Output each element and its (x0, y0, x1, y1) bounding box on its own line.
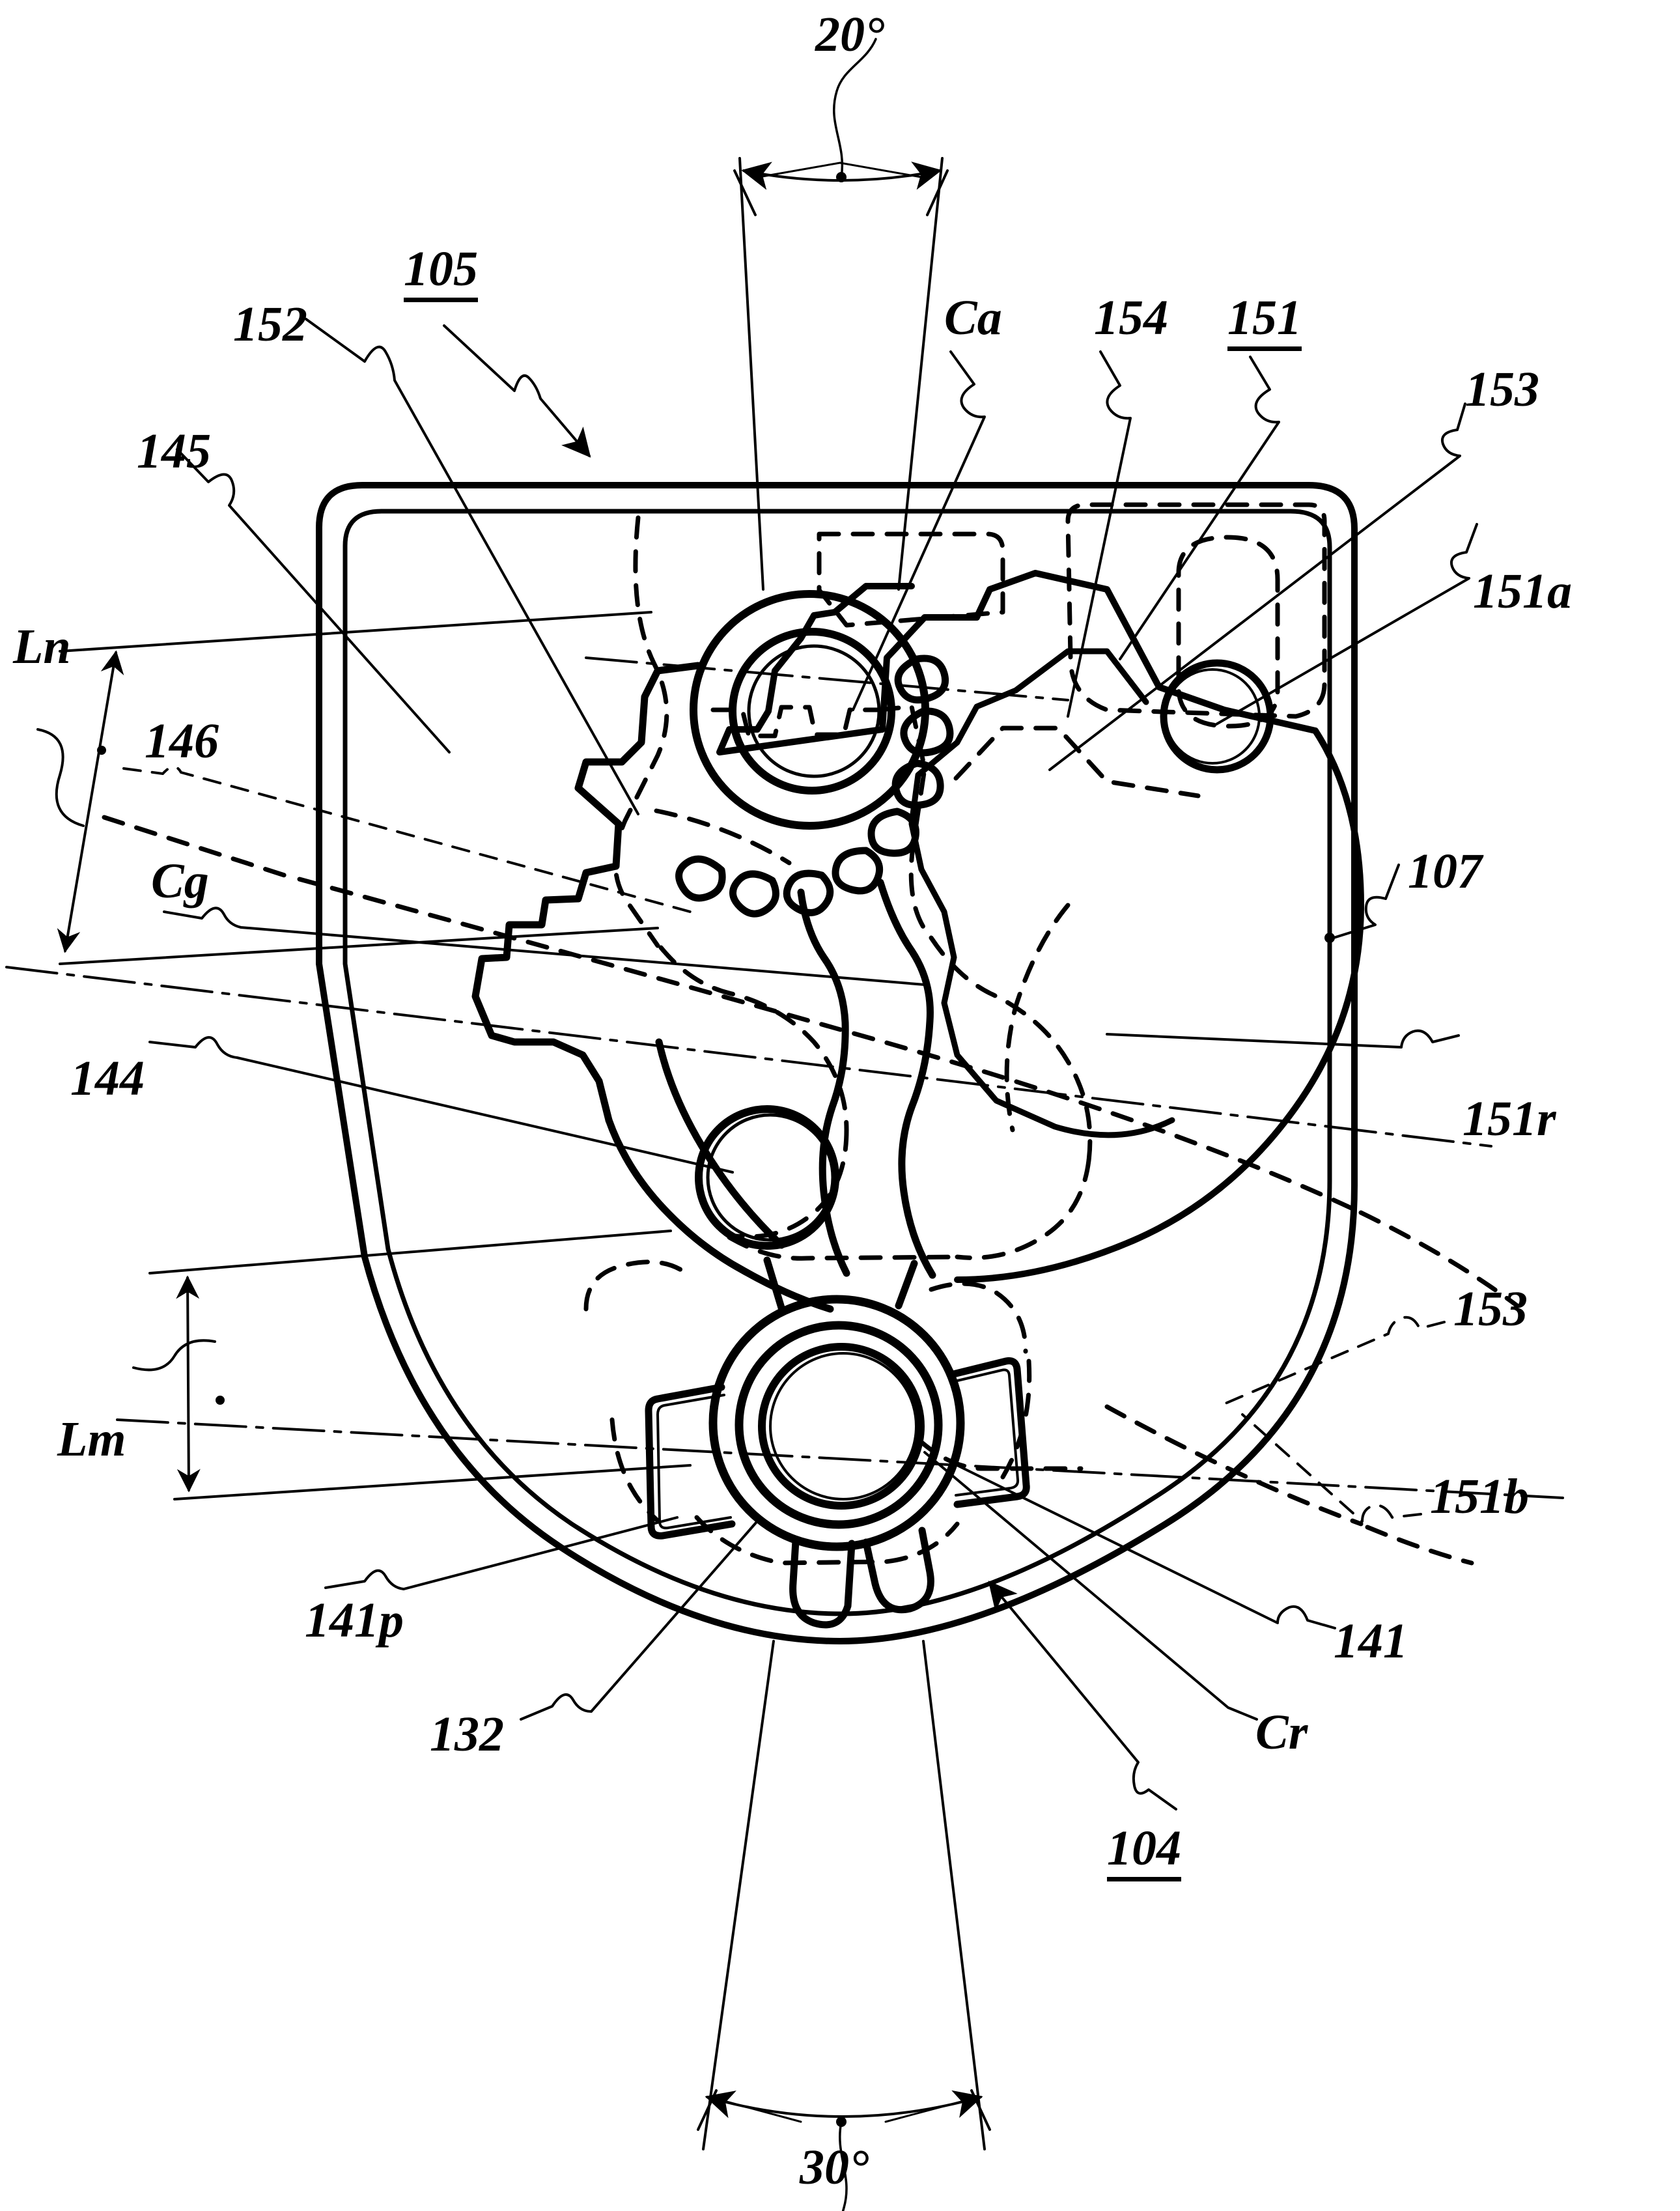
reference-label-151a: 151a (1473, 564, 1572, 619)
upper-pinion-bore (747, 644, 881, 778)
lower-hub-mid (735, 1321, 943, 1529)
latch-arm-inner-edge (908, 648, 1175, 1138)
carrier-plate (471, 662, 702, 1124)
pin-hole-151a-inner (1164, 668, 1261, 765)
reference-label-144: 144 (70, 1051, 145, 1106)
axis-label-Cr: Cr (1255, 1705, 1308, 1760)
reference-label-107: 107 (1408, 844, 1482, 899)
reference-label-153-top: 153 (1465, 362, 1539, 417)
reference-label-151b: 151b (1430, 1469, 1529, 1524)
link-left-body (605, 1038, 834, 1313)
lower-hub-bore (758, 1343, 925, 1510)
reference-label-145: 145 (137, 424, 211, 479)
reference-label-146: 146 (145, 714, 219, 768)
pivot-pin-144-inner (706, 1113, 835, 1242)
reference-label-104: 104 (1107, 1824, 1181, 1881)
top-angle-dimension (733, 38, 949, 591)
dimension-label-Ln: Ln (13, 619, 71, 674)
reference-label-153-bottom: 153 (1453, 1282, 1528, 1336)
upper-pinion-mid-ring (729, 628, 895, 795)
pivot-pin-144-outer (695, 1105, 839, 1250)
bottom-angle-dimension (697, 1640, 991, 2211)
reference-label-141: 141 (1334, 1614, 1408, 1669)
angle-label-top: 20° (815, 7, 885, 62)
latch-arm-lower-edge (954, 727, 1364, 1283)
hub-lug-bottom (789, 1527, 934, 1629)
lower-hub-bore-inner (769, 1352, 917, 1500)
reference-label-152: 152 (233, 297, 307, 352)
dimension-label-Lm: Lm (57, 1412, 126, 1467)
reference-label-132: 132 (430, 1707, 504, 1762)
reference-label-151r: 151r (1463, 1091, 1556, 1146)
reference-label-154: 154 (1094, 290, 1168, 345)
hub-lug-top (763, 1256, 918, 1312)
leader-lines (36, 318, 1478, 1810)
pinion-teeth (675, 655, 954, 918)
reference-label-151: 151 (1227, 293, 1302, 351)
axis-label-Ca: Ca (944, 290, 1002, 345)
reference-label-141p: 141p (305, 1593, 404, 1648)
pin-hole-151a (1160, 659, 1274, 774)
angle-label-bottom: 30° (800, 2140, 869, 2195)
reference-label-105: 105 (404, 244, 478, 302)
lower-hub-outer (708, 1295, 965, 1551)
housing-outer-shell (316, 482, 1358, 1644)
axis-label-Cg: Cg (151, 854, 209, 908)
